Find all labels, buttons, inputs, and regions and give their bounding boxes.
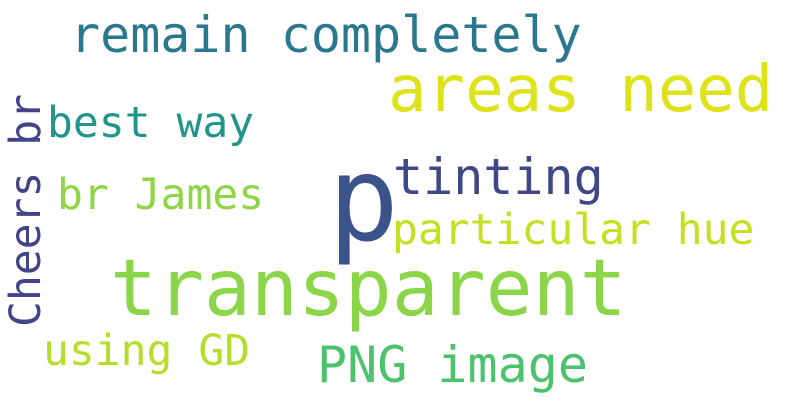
- word-br-james: br James: [57, 170, 265, 220]
- word-areas-need: areas need: [388, 53, 774, 127]
- word-best-way: best way: [47, 98, 255, 148]
- word-png-image: PNG image: [317, 336, 588, 394]
- word-particular-hue: particular hue: [392, 205, 755, 255]
- word-remain-completely: remain completely: [70, 6, 582, 64]
- word-p: p: [328, 130, 400, 268]
- word-using-gd: using GD: [43, 326, 251, 376]
- word-tinting: tinting: [393, 148, 604, 206]
- word-transparent: transparent: [110, 244, 627, 334]
- word-cheers-br: Cheers br: [1, 94, 51, 327]
